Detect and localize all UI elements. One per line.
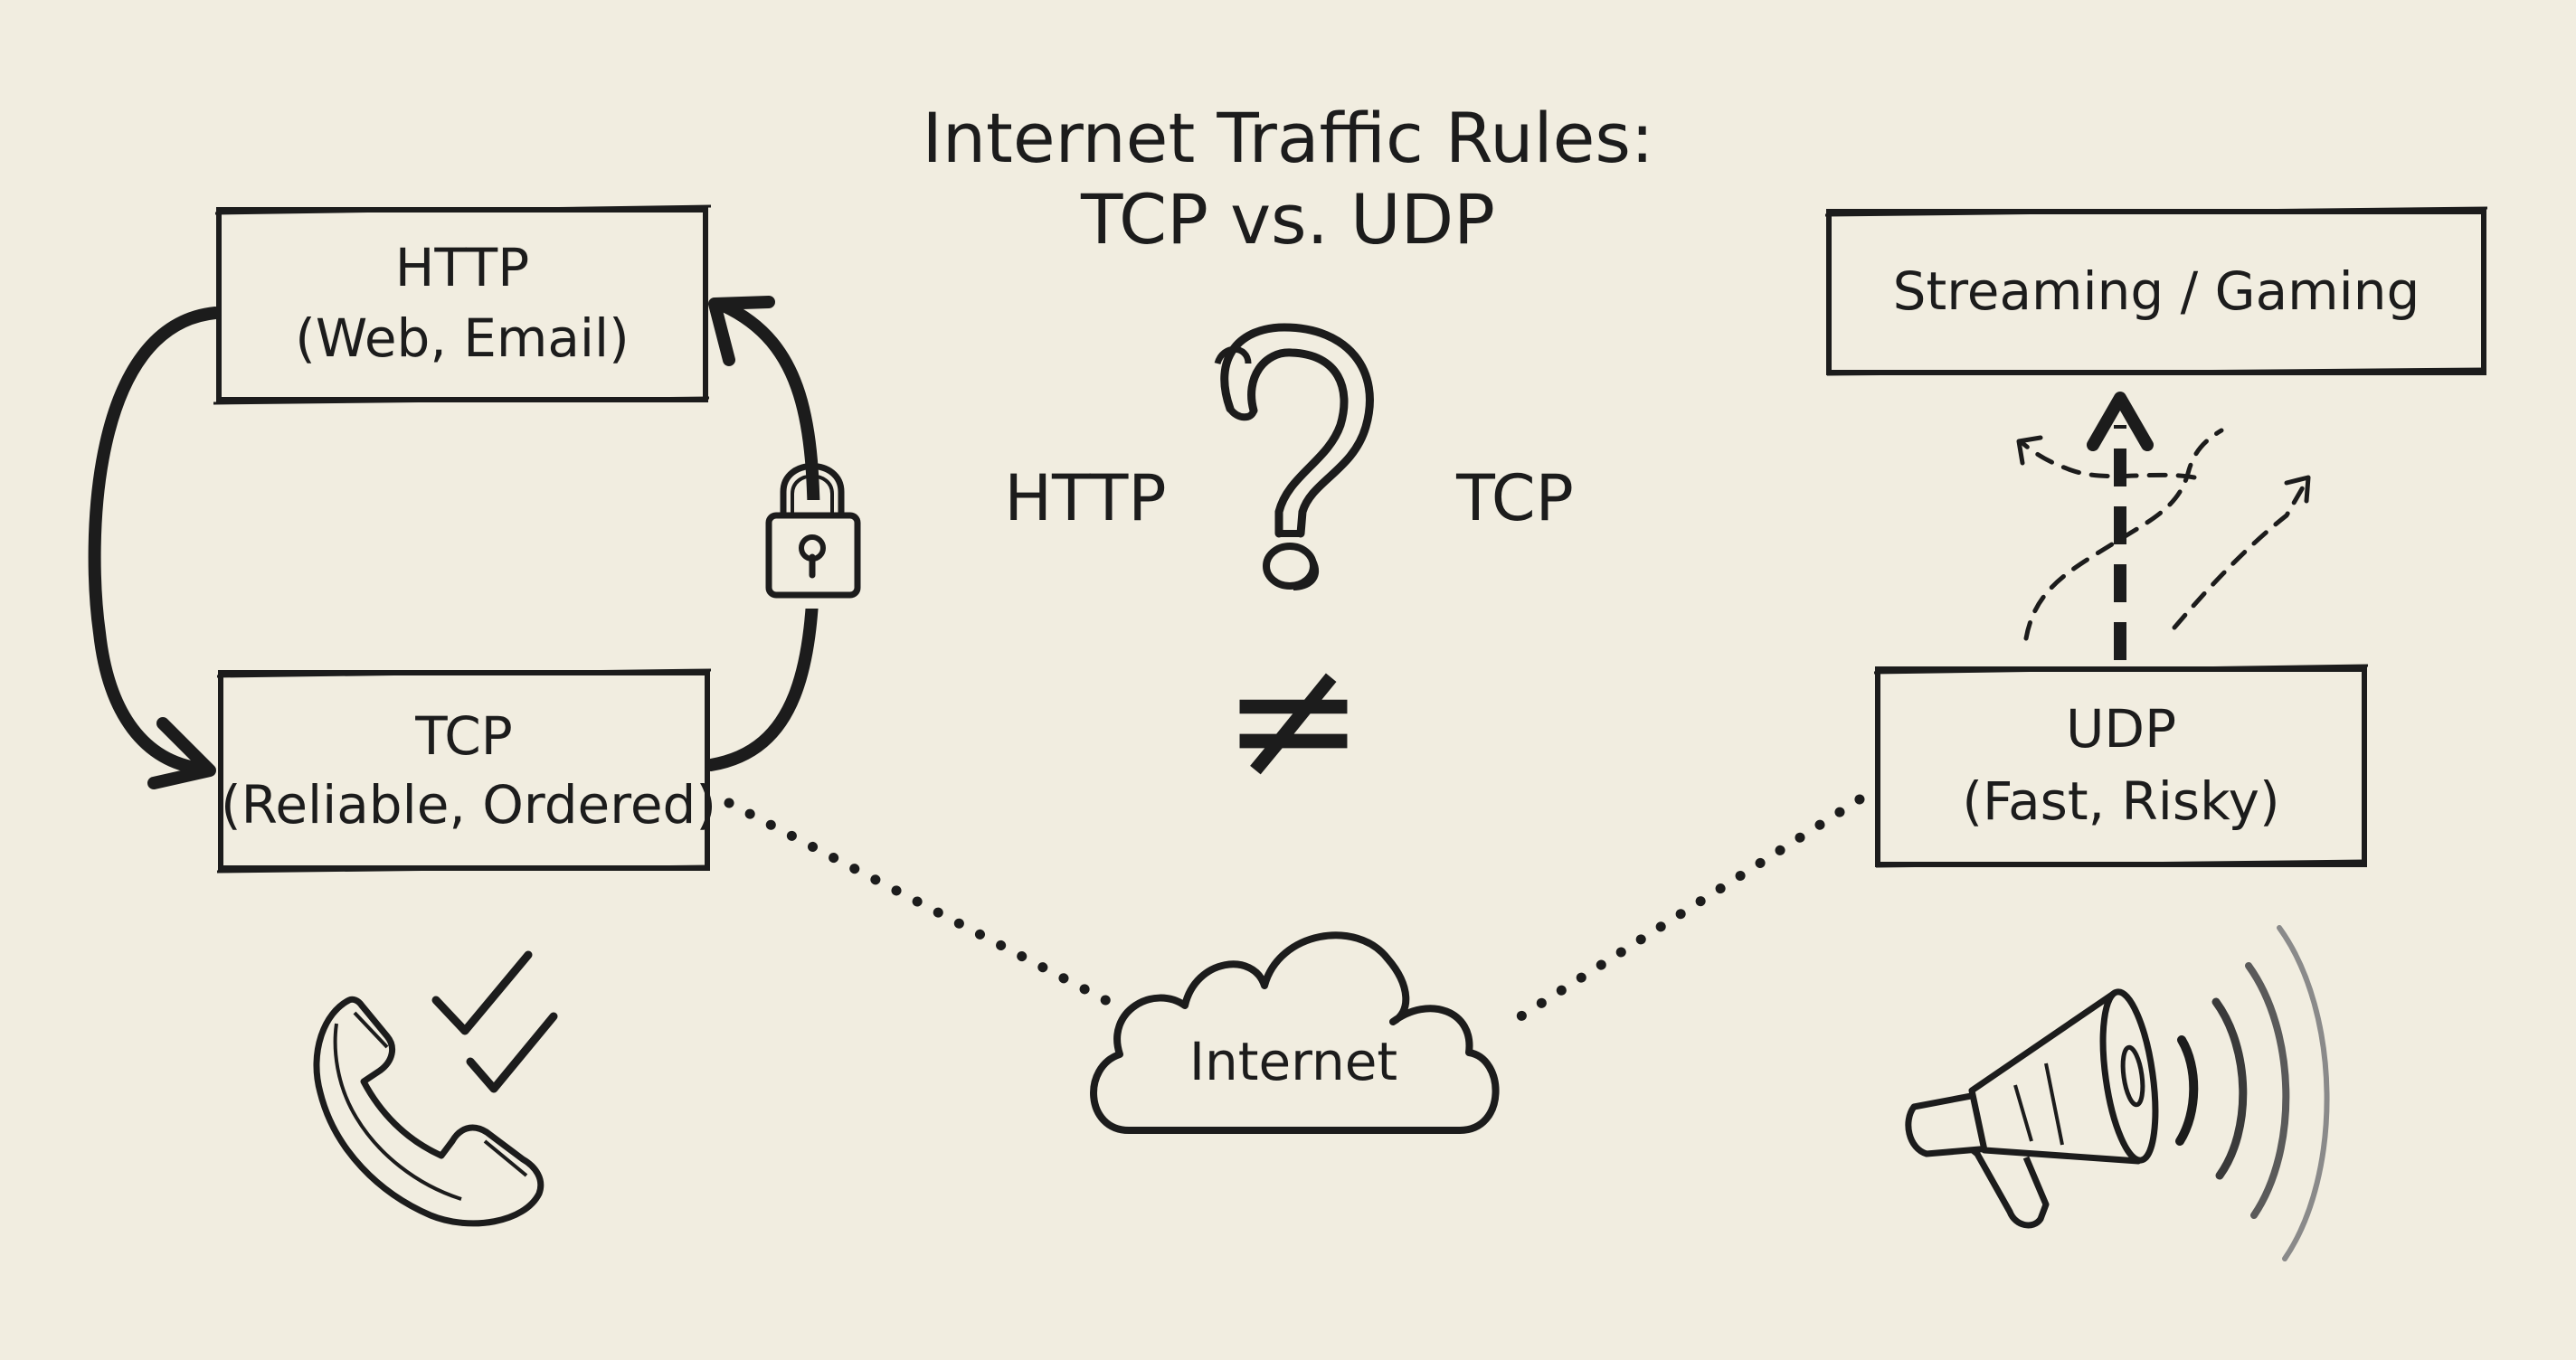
http-box-label: HTTP — [394, 237, 530, 298]
streaming-box-label: Streaming / Gaming — [1892, 260, 2420, 322]
http-box-subtitle: (Web, Email) — [295, 307, 630, 369]
tcp-box — [216, 668, 712, 874]
udp-box-label: UDP — [2065, 698, 2177, 760]
question-mark-icon — [1214, 323, 1374, 590]
tcp-box-label: TCP — [415, 705, 513, 767]
tcp-box-subtitle: (Reliable, Ordered) — [221, 774, 716, 836]
http-to-tcp-arrow — [88, 307, 222, 775]
diagram-title: Internet Traffic Rules: TCP vs. UDP — [655, 98, 1921, 260]
center-http-label: HTTP — [1004, 461, 1167, 535]
udp-box — [1873, 664, 2369, 868]
udp-to-internet-link — [1507, 794, 1865, 1027]
udp-to-streaming-arrowhead — [2087, 392, 2154, 451]
double-checkmark-icon — [431, 950, 558, 1093]
internet-cloud — [1090, 931, 1500, 1134]
tcp-to-http-arrowhead — [708, 296, 775, 366]
tcp-to-internet-link — [724, 798, 1114, 1007]
center-tcp-label: TCP — [1456, 461, 1574, 535]
streaming-box — [1824, 206, 2488, 376]
not-equal-symbol: ≠ — [1221, 619, 1366, 818]
scattered-packet-arrows — [2016, 428, 2311, 641]
title-line-1: Internet Traffic Rules: — [922, 98, 1654, 178]
telephone-handset-icon — [313, 996, 545, 1227]
megaphone-icon — [1905, 988, 2159, 1229]
http-to-tcp-arrowhead — [147, 717, 216, 789]
udp-box-subtitle: (Fast, Risky) — [1962, 770, 2280, 832]
sound-wave-icons — [2175, 925, 2330, 1261]
internet-cloud-label: Internet — [1189, 1031, 1398, 1092]
title-line-2: TCP vs. UDP — [1081, 178, 1495, 260]
http-box — [213, 204, 712, 405]
padlock-icon — [755, 463, 869, 609]
